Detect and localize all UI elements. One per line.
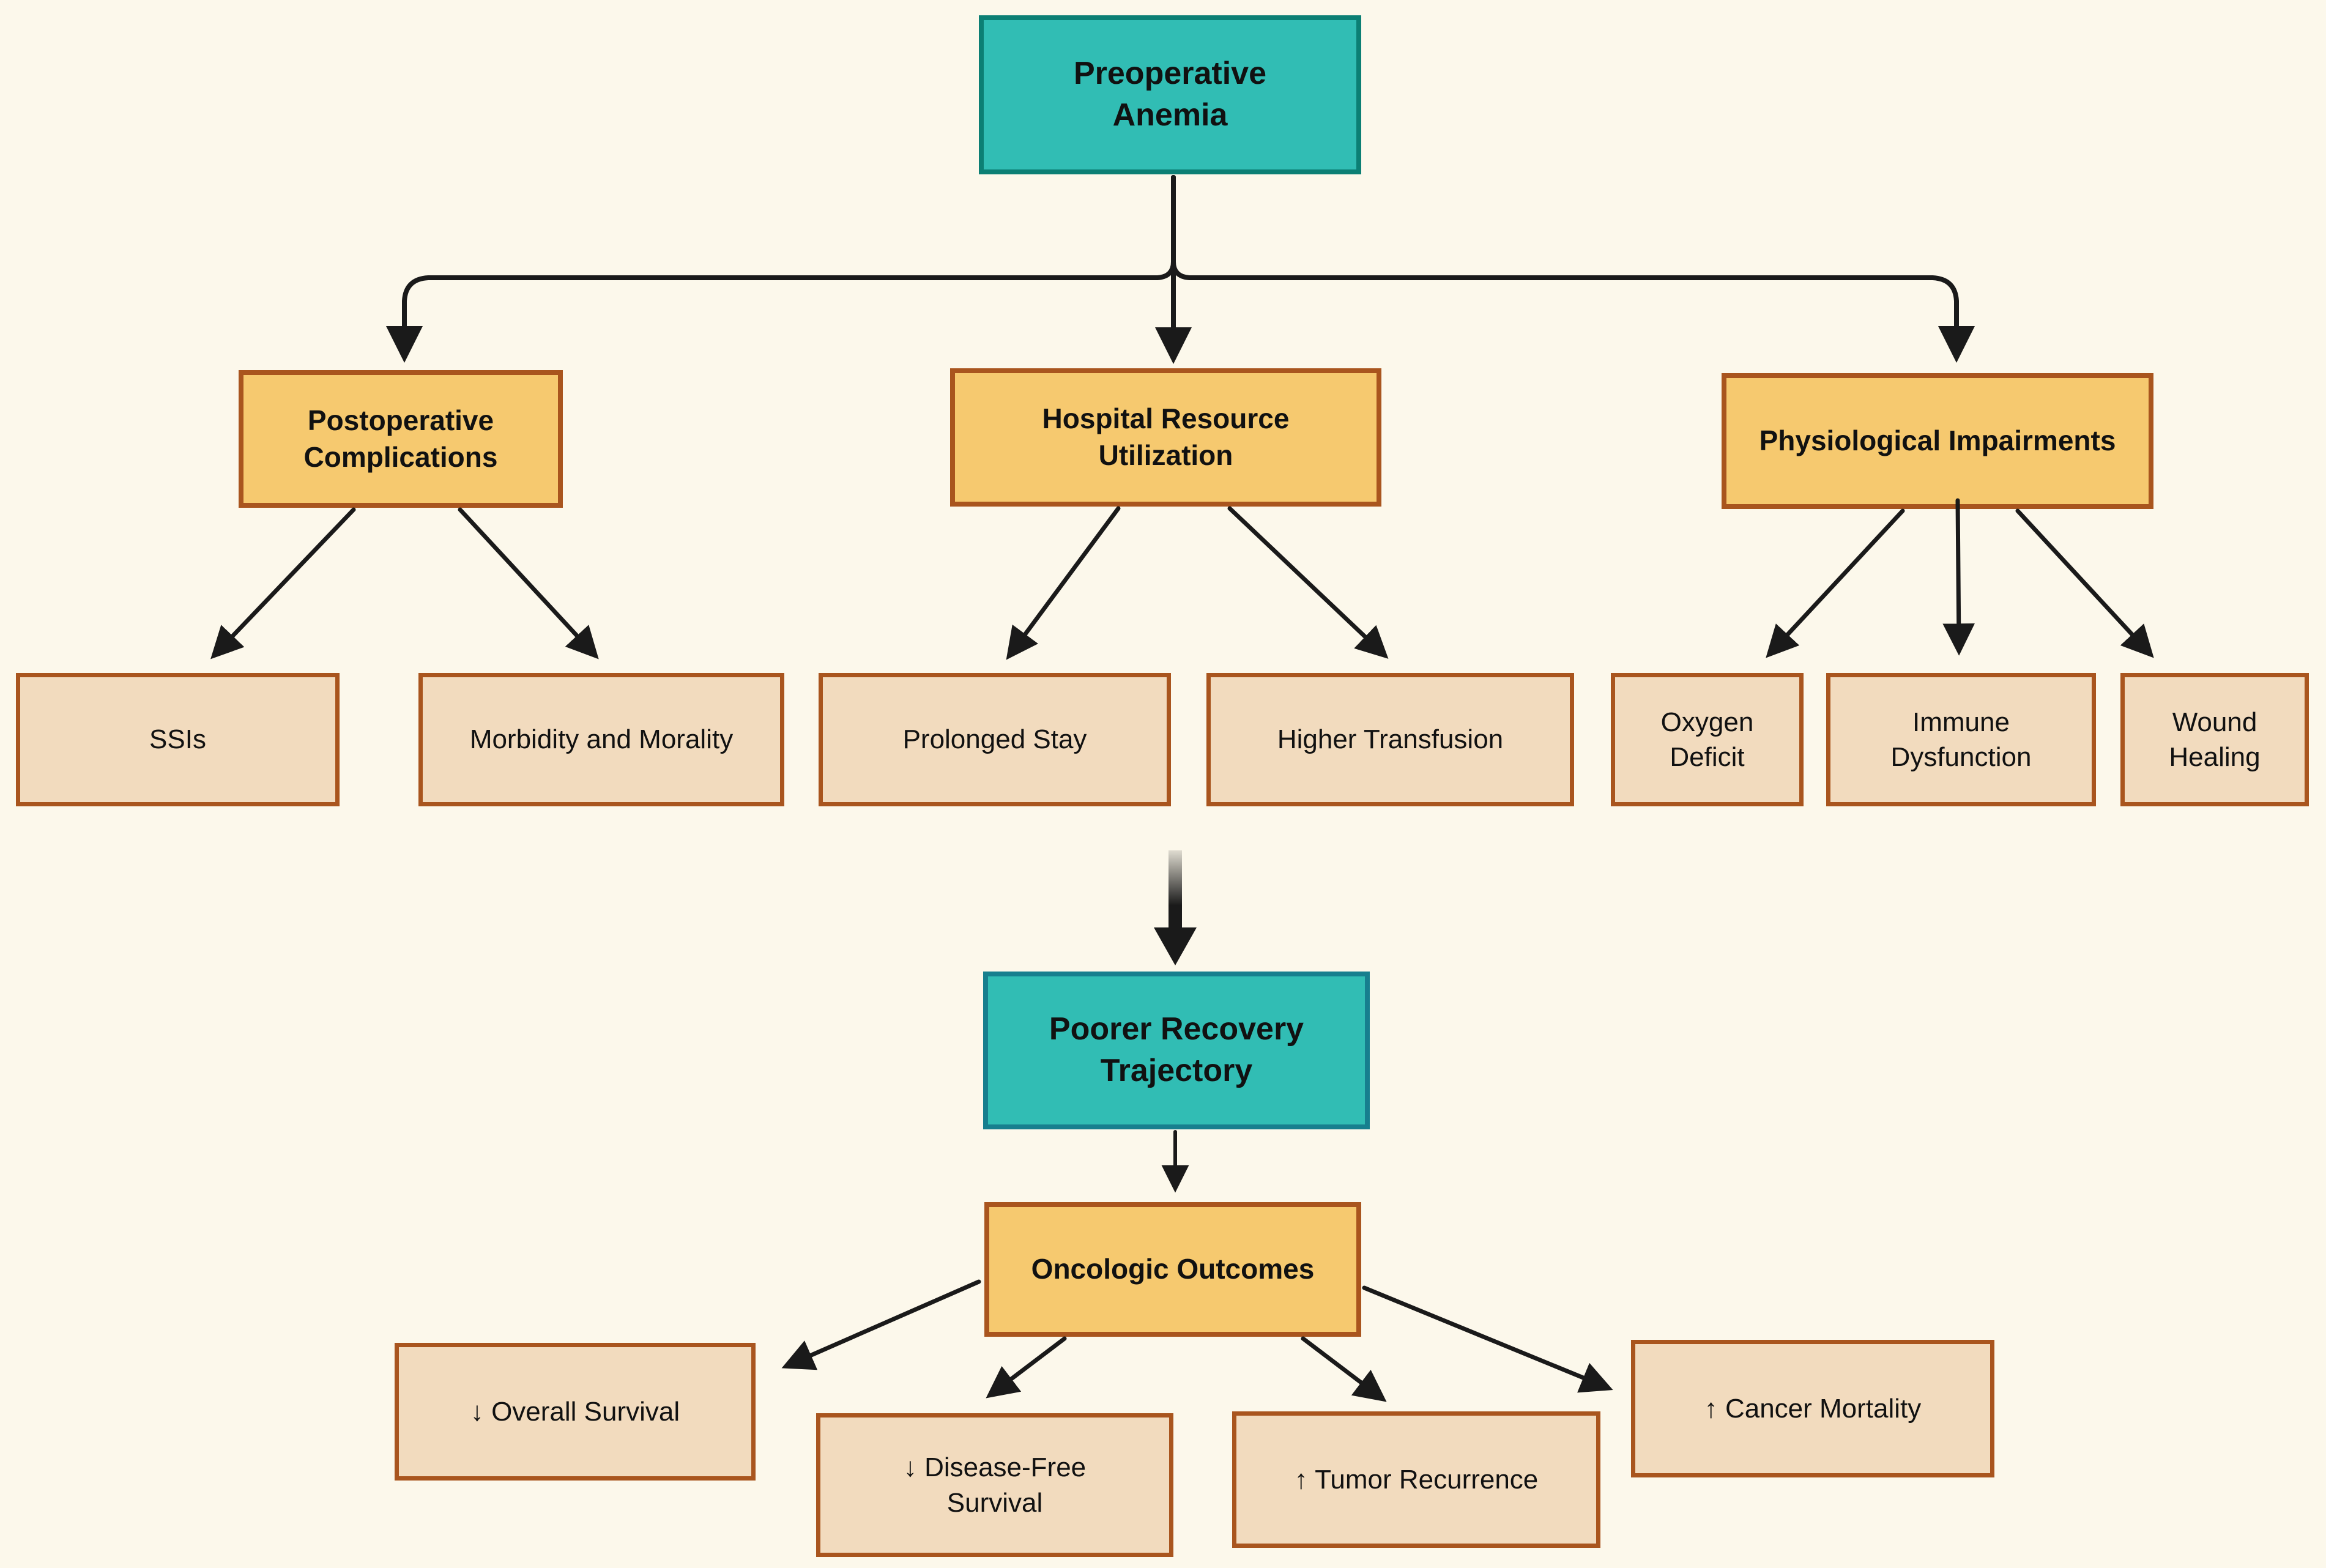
node-poorer-recovery-trajectory: Poorer Recovery Trajectory — [983, 972, 1370, 1129]
node-label: ↓ Disease-Free Survival — [903, 1452, 1087, 1518]
edge-physio-to-immune-dysfunction — [1942, 498, 1975, 656]
node-label: Postoperative Complications — [303, 404, 498, 473]
edge-postop-to-morbidity — [458, 507, 599, 660]
edge-physio-to-oxygen-deficit — [1766, 508, 1905, 658]
node-label: ↓ Overall Survival — [470, 1396, 680, 1427]
edge-hospital-to-prolonged-stay — [1006, 506, 1121, 660]
node-label: Morbidity and Morality — [469, 724, 734, 755]
edge-oncologic-to-disease-free-survival — [986, 1336, 1067, 1399]
node-label: Hospital Resource Utilization — [1042, 403, 1290, 471]
node-cancer-mortality: ↑ Cancer Mortality — [1631, 1340, 1994, 1477]
edge-oncologic-to-overall-survival — [781, 1279, 981, 1370]
node-label: Oncologic Outcomes — [1031, 1253, 1315, 1285]
node-label: Prolonged Stay — [902, 724, 1087, 755]
edge-branches-to-recovery-thick-arrow — [1154, 850, 1197, 965]
node-tumor-recurrence: ↑ Tumor Recurrence — [1232, 1411, 1600, 1548]
edge-hospital-to-higher-transfusion — [1227, 506, 1389, 659]
node-hospital-resource-utilization: Hospital Resource Utilization — [950, 368, 1381, 507]
node-oxygen-deficit: Oxygen Deficit — [1611, 673, 1804, 806]
node-label: Poorer Recovery Trajectory — [1049, 1011, 1304, 1088]
node-label: Physiological Impairments — [1759, 425, 2116, 457]
node-label: ↑ Tumor Recurrence — [1294, 1464, 1539, 1495]
node-overall-survival: ↓ Overall Survival — [395, 1343, 756, 1481]
node-disease-free-survival: ↓ Disease-Free Survival — [816, 1413, 1173, 1557]
edge-physio-to-wound-healing — [2015, 508, 2154, 658]
node-label: ↑ Cancer Mortality — [1704, 1393, 1922, 1424]
node-immune-dysfunction: Immune Dysfunction — [1826, 673, 2096, 806]
node-prolonged-stay: Prolonged Stay — [819, 673, 1171, 806]
edge-preop-to-postoperative — [386, 175, 1176, 363]
node-oncologic-outcomes: Oncologic Outcomes — [984, 1202, 1361, 1337]
node-label: Oxygen Deficit — [1660, 707, 1754, 772]
node-physiological-impairments: Physiological Impairments — [1722, 373, 2153, 509]
edge-oncologic-to-tumor-recurrence — [1301, 1336, 1387, 1402]
node-label: Immune Dysfunction — [1890, 707, 2032, 772]
node-label: Wound Healing — [2169, 707, 2261, 772]
edge-preop-to-physiological — [1171, 175, 1975, 363]
node-wound-healing: Wound Healing — [2120, 673, 2309, 806]
node-label: SSIs — [149, 724, 206, 755]
node-label: Preoperative Anemia — [1073, 56, 1267, 133]
node-ssis: SSIs — [16, 673, 340, 806]
edge-postop-to-ssis — [210, 507, 356, 660]
edge-oncologic-to-cancer-mortality — [1362, 1285, 1613, 1393]
node-morbidity-and-morality: Morbidity and Morality — [418, 673, 784, 806]
node-preoperative-anemia: Preoperative Anemia — [979, 15, 1361, 174]
node-higher-transfusion: Higher Transfusion — [1206, 673, 1574, 806]
node-postoperative-complications: Postoperative Complications — [239, 370, 563, 508]
node-label: Higher Transfusion — [1277, 724, 1504, 755]
